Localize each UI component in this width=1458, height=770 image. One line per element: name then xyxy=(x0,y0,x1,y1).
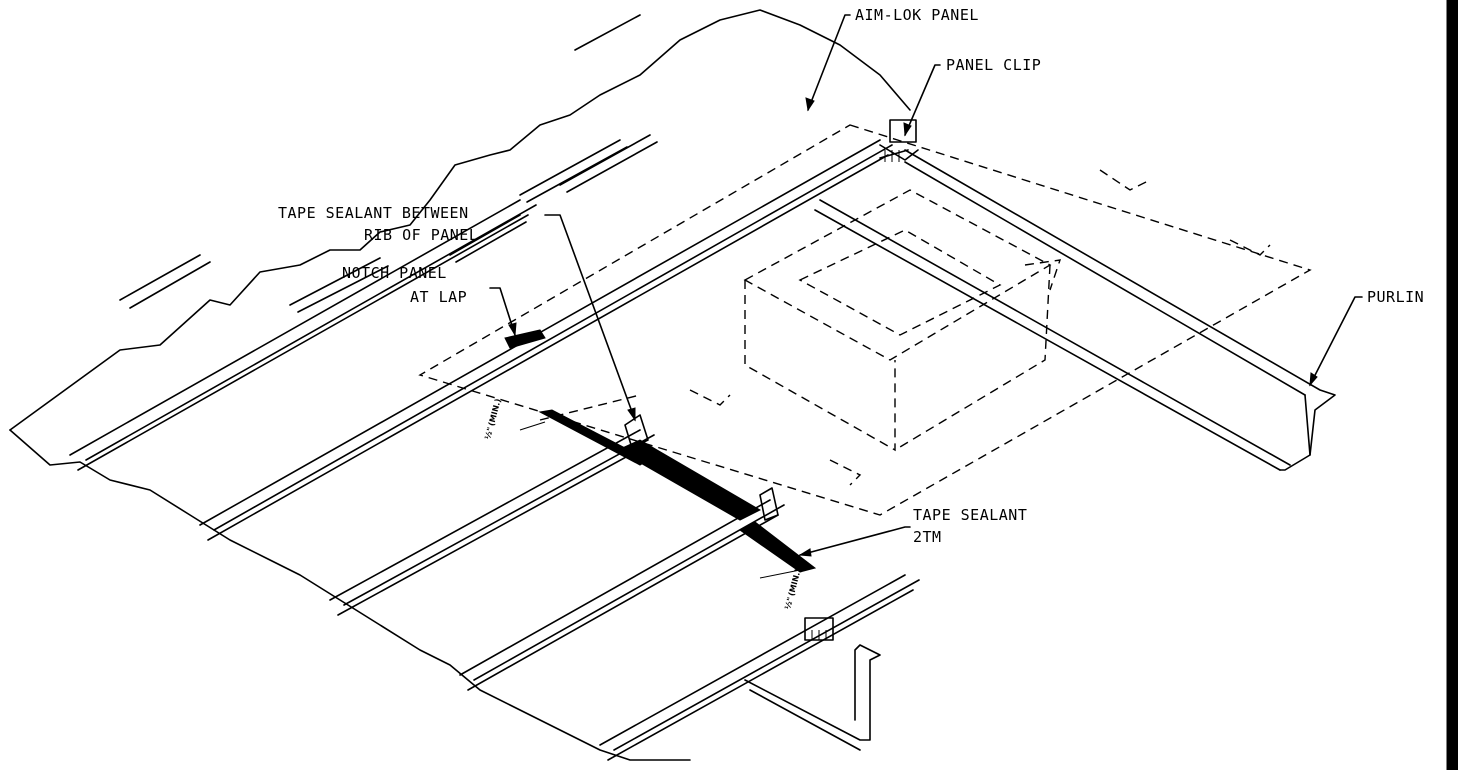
curb-outline-dashed xyxy=(418,124,1312,516)
label-aim-lok-panel: AIM-LOK PANEL xyxy=(855,6,979,24)
purlin-bottom xyxy=(744,644,881,751)
panel-ribs xyxy=(69,14,920,761)
panel-break-edge xyxy=(9,9,911,431)
panel-clip-bottom xyxy=(804,617,834,641)
label-tape-2tm-line2: 2TM xyxy=(913,528,942,546)
leader-lines xyxy=(489,14,1363,579)
label-tape-between-line2: RIB OF PANEL xyxy=(364,226,478,244)
label-notch-line2: AT LAP xyxy=(410,288,467,306)
dim-half-inch-left: ½" xyxy=(482,426,495,441)
label-notch-line1: NOTCH PANEL xyxy=(342,264,447,282)
tape-sealant-strips xyxy=(504,329,817,573)
dim-min-left: (MIN.) xyxy=(487,398,503,427)
panel-front-edge xyxy=(9,429,691,761)
label-tape-between-line1: TAPE SEALANT BETWEEN xyxy=(278,204,469,222)
panel-clip-top xyxy=(879,119,919,162)
purlin-right xyxy=(814,149,1336,471)
label-purlin: PURLIN xyxy=(1367,288,1424,306)
dim-half-inch-right: ½" xyxy=(782,596,795,611)
label-panel-clip: PANEL CLIP xyxy=(946,56,1041,74)
sheet-border xyxy=(1446,0,1458,770)
label-tape-2tm-line1: TAPE SEALANT xyxy=(913,506,1027,524)
